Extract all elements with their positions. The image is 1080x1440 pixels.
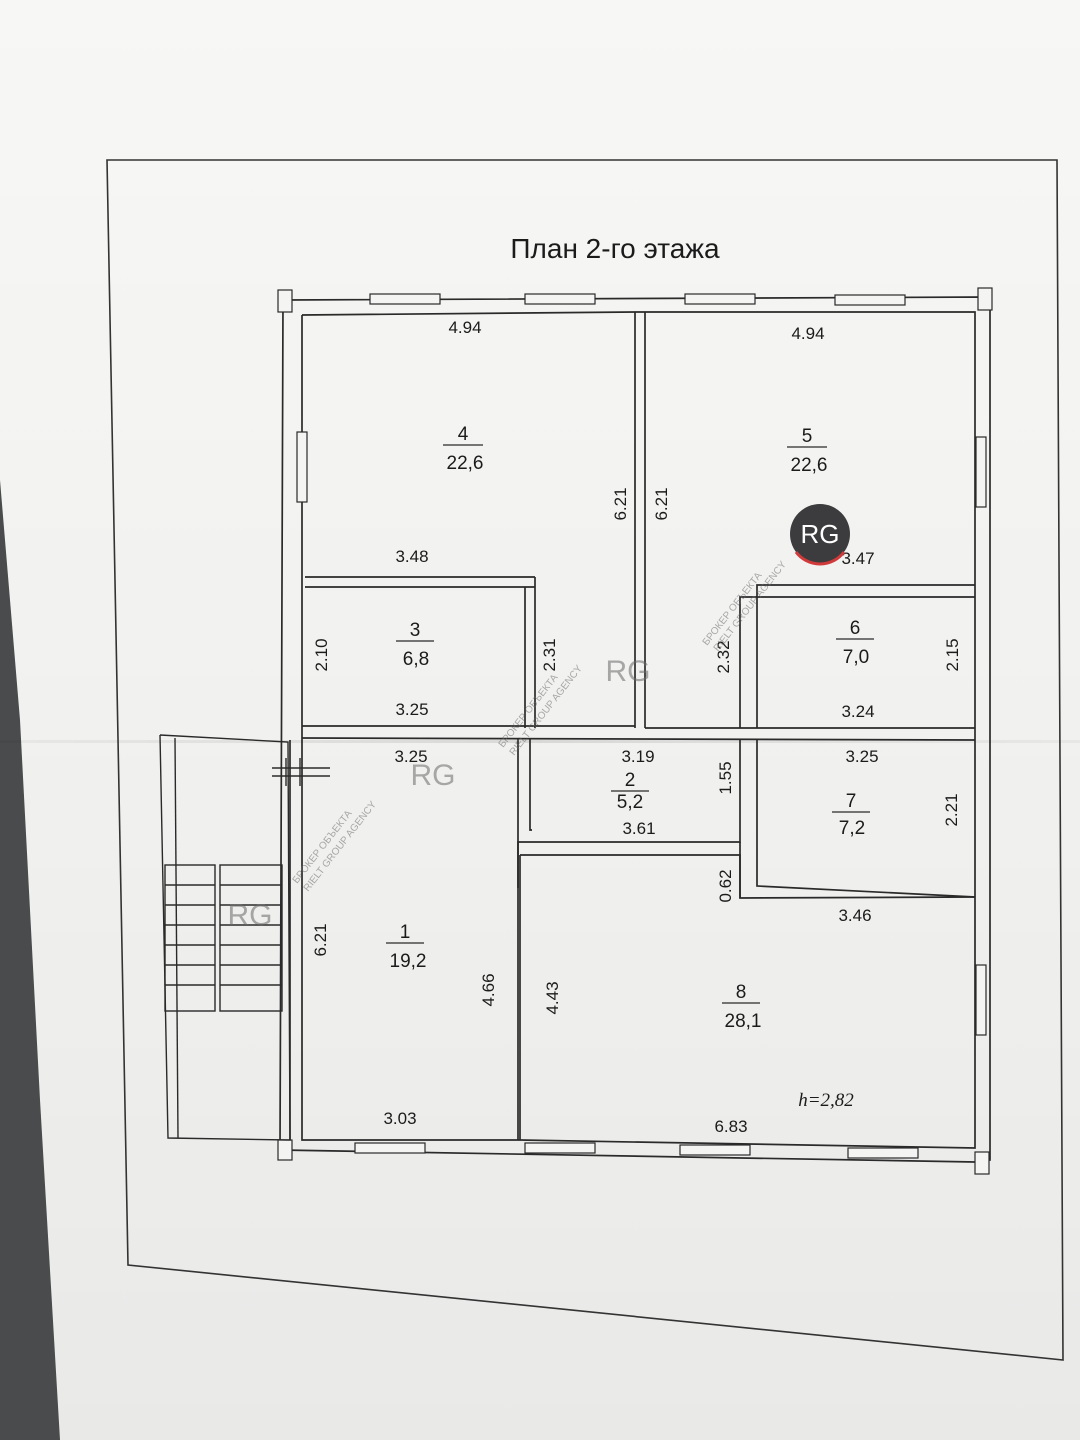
svg-text:19,2: 19,2 bbox=[390, 951, 427, 972]
room-1-label: 1 19,2 bbox=[386, 922, 426, 972]
plan-title: План 2-го этажа bbox=[510, 233, 720, 264]
dim-r4-top: 4.94 bbox=[448, 318, 481, 337]
dim-r8-notch: 0.62 bbox=[716, 869, 735, 902]
dim-r4-bottom: 3.48 bbox=[395, 547, 428, 566]
svg-text:6: 6 bbox=[850, 618, 861, 639]
dim-r3-right: 2.31 bbox=[540, 638, 559, 671]
dim-r3-left: 2.10 bbox=[312, 638, 331, 671]
svg-text:5: 5 bbox=[802, 426, 813, 447]
room-6-label: 6 7,0 bbox=[836, 618, 874, 668]
svg-text:7,0: 7,0 bbox=[843, 647, 869, 668]
paper-fold bbox=[0, 740, 1080, 743]
walls bbox=[279, 296, 991, 1163]
dim-r1-top: 3.25 bbox=[394, 747, 427, 766]
watermark-logo-2: RG bbox=[411, 759, 456, 792]
svg-text:RIELT GROUP AGENCY: RIELT GROUP AGENCY bbox=[508, 663, 585, 758]
windows bbox=[296, 293, 987, 1159]
svg-text:RIELT GROUP AGENCY: RIELT GROUP AGENCY bbox=[712, 559, 789, 654]
dim-r1-left: 6.21 bbox=[311, 923, 330, 956]
svg-text:RG: RG bbox=[411, 759, 456, 792]
svg-text:RG: RG bbox=[801, 519, 840, 549]
watermark-logo-1: RG bbox=[606, 655, 651, 688]
watermark-text-2: БРОКЕР ОБЪЕКТА RIELT GROUP AGENCY bbox=[497, 663, 585, 758]
watermark-logo-3: RG bbox=[228, 899, 273, 932]
dim-r1-bottom: 3.03 bbox=[383, 1109, 416, 1128]
room-5-label: 5 22,6 bbox=[787, 426, 827, 476]
svg-text:8: 8 bbox=[736, 982, 747, 1003]
dim-r7-right: 2.21 bbox=[942, 793, 961, 826]
dim-r7-top: 3.25 bbox=[845, 747, 878, 766]
svg-text:28,1: 28,1 bbox=[725, 1011, 762, 1032]
svg-text:1: 1 bbox=[400, 922, 411, 943]
corner-posts bbox=[277, 287, 993, 1175]
dim-r3-bottom: 3.25 bbox=[395, 700, 428, 719]
ceiling-height: h=2,82 bbox=[798, 1090, 854, 1111]
svg-text:RG: RG bbox=[228, 899, 273, 932]
room-2-label: 2 5,2 bbox=[611, 770, 649, 813]
room-7-label: 7 7,2 bbox=[832, 791, 870, 839]
svg-text:5,2: 5,2 bbox=[617, 792, 643, 813]
dimensions: 4.94 4.94 6.21 6.21 3.48 3.47 2.10 2.31 … bbox=[311, 318, 962, 1136]
svg-text:RG: RG bbox=[606, 655, 651, 688]
dim-r5-top: 4.94 bbox=[791, 324, 824, 343]
dim-r2-bottom: 3.61 bbox=[622, 819, 655, 838]
dim-r5-bottom: 3.47 bbox=[841, 549, 874, 568]
dim-r8-top: 3.46 bbox=[838, 906, 871, 925]
dim-r6-left: 2.32 bbox=[714, 640, 733, 673]
svg-text:RIELT GROUP AGENCY: RIELT GROUP AGENCY bbox=[302, 799, 379, 894]
room-8-label: 8 28,1 bbox=[722, 982, 761, 1032]
svg-text:2: 2 bbox=[625, 770, 636, 791]
watermark-logo-badge: RG bbox=[790, 504, 850, 566]
watermark-text-1: БРОКЕР ОБЪЕКТА RIELT GROUP AGENCY bbox=[701, 559, 789, 654]
dim-r5-side: 6.21 bbox=[652, 487, 671, 520]
room-4-label: 4 22,6 bbox=[443, 424, 483, 474]
drawing-frame bbox=[106, 159, 1064, 1361]
dim-r2-top: 3.19 bbox=[621, 747, 654, 766]
svg-text:7: 7 bbox=[846, 791, 857, 812]
svg-text:7,2: 7,2 bbox=[839, 818, 865, 839]
svg-text:22,6: 22,6 bbox=[791, 455, 828, 476]
svg-text:3: 3 bbox=[410, 620, 421, 641]
room-labels: 4 22,6 5 22,6 3 6,8 6 7,0 2 5,2 7 7,2 bbox=[386, 424, 874, 1032]
dim-r4-side: 6.21 bbox=[611, 487, 630, 520]
room-3-label: 3 6,8 bbox=[396, 620, 434, 670]
dim-r6-right: 2.15 bbox=[943, 638, 962, 671]
svg-text:22,6: 22,6 bbox=[447, 453, 484, 474]
staircase bbox=[159, 734, 330, 1141]
dim-r8-left: 4.43 bbox=[543, 981, 562, 1014]
dim-r1-right: 4.66 bbox=[479, 973, 498, 1006]
svg-text:4: 4 bbox=[458, 424, 469, 445]
dim-r8-bottom: 6.83 bbox=[714, 1117, 747, 1136]
dim-r2-right: 1.55 bbox=[716, 761, 735, 794]
svg-text:6,8: 6,8 bbox=[403, 649, 429, 670]
dim-r6-bottom: 3.24 bbox=[841, 702, 874, 721]
watermark-text-3: БРОКЕР ОБЪЕКТА RIELT GROUP AGENCY bbox=[291, 799, 379, 894]
